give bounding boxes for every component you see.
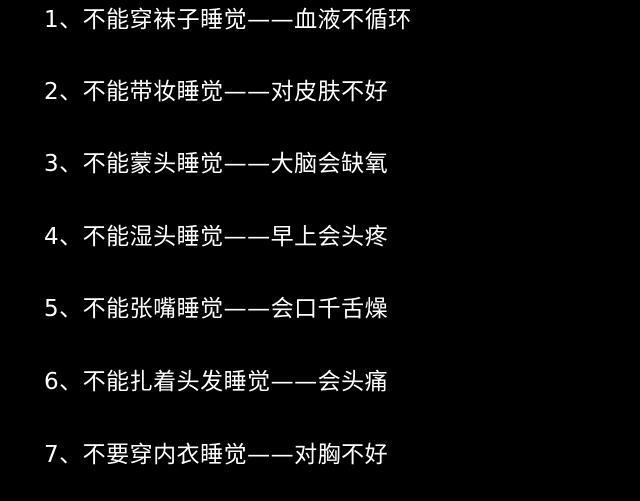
tip-item-6: 6、不能扎着头发睡觉——会头痛 bbox=[44, 369, 389, 395]
tip-item-4: 4、不能湿头睡觉——早上会头疼 bbox=[44, 224, 389, 250]
tip-item-5: 5、不能张嘴睡觉——会口千舌燥 bbox=[44, 296, 389, 322]
tip-item-3: 3、不能蒙头睡觉——大脑会缺氧 bbox=[44, 151, 389, 177]
tip-item-1: 1、不能穿袜子睡觉——血液不循环 bbox=[44, 7, 412, 33]
tip-item-7: 7、不要穿内衣睡觉——对胸不好 bbox=[44, 442, 389, 468]
tip-item-2: 2、不能带妆睡觉——对皮肤不好 bbox=[44, 79, 389, 105]
